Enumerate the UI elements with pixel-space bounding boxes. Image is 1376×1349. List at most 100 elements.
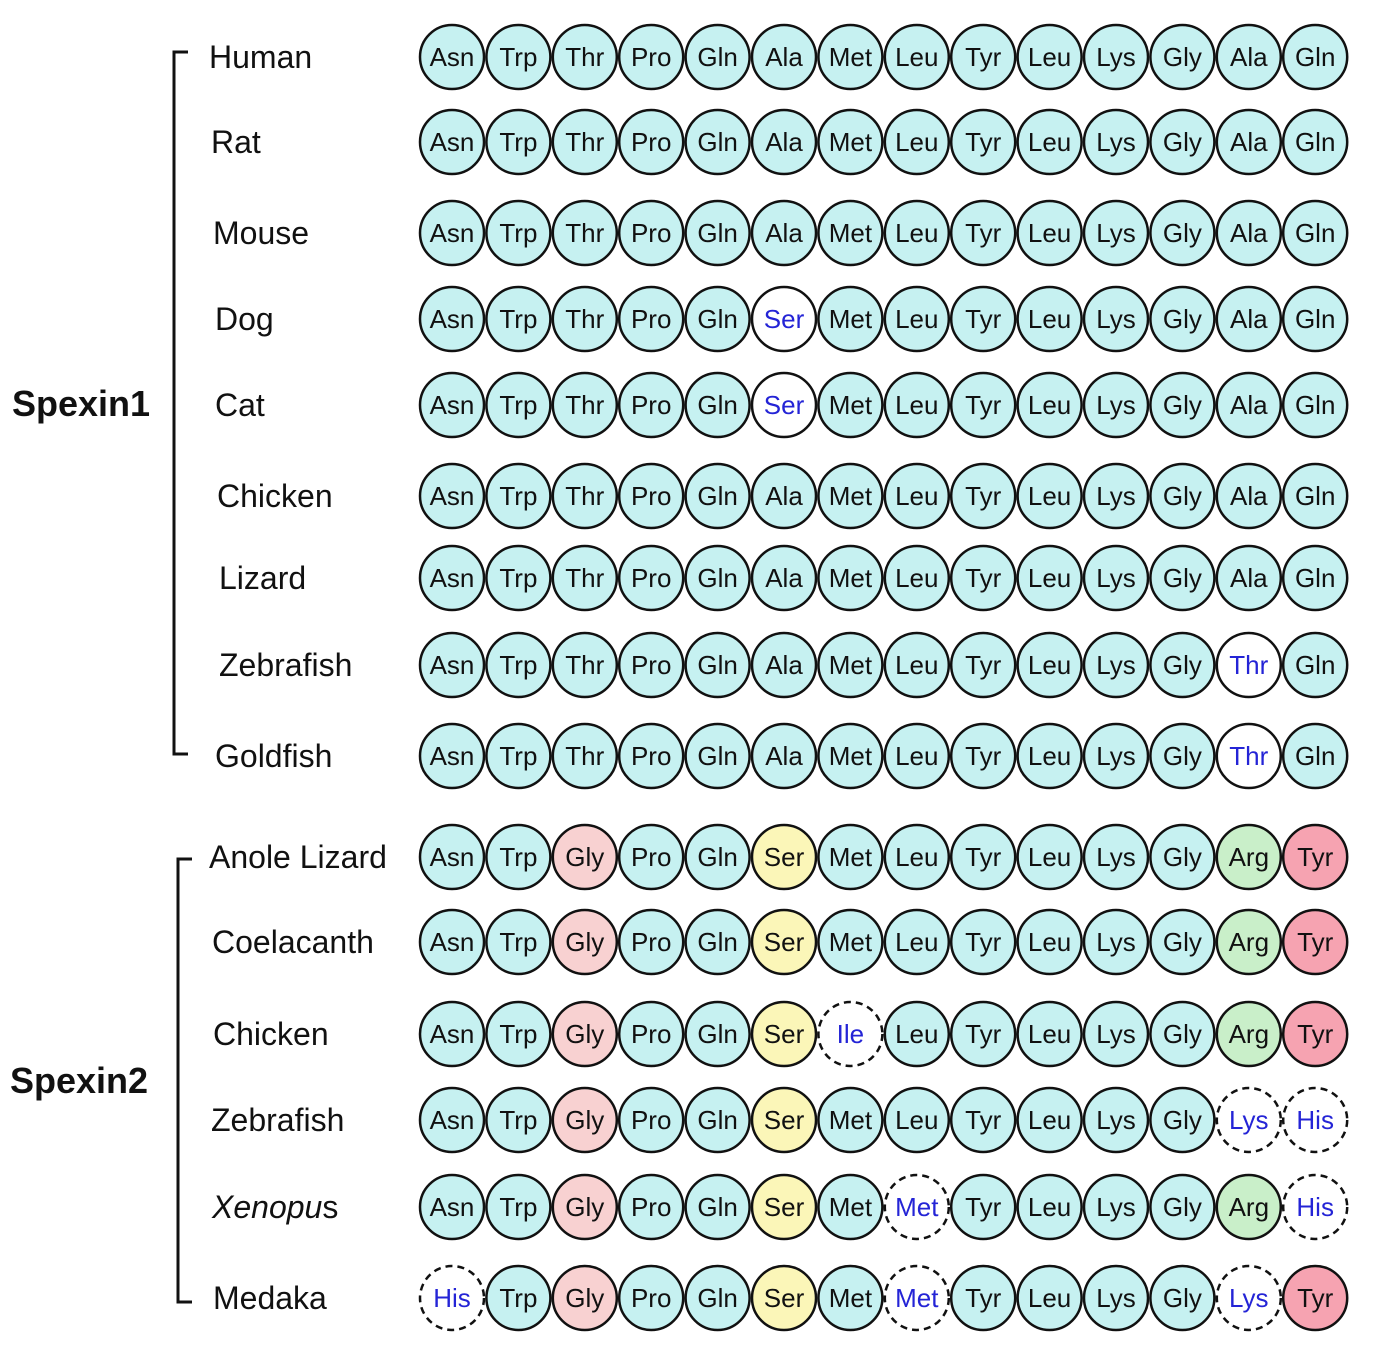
residue-label: Leu (1028, 127, 1071, 157)
residue-circle (883, 1000, 951, 1068)
residue: Gln (684, 462, 751, 530)
residue-circle (485, 108, 552, 176)
residue-circle (485, 1000, 552, 1068)
residue-circle (1281, 108, 1349, 176)
residue: Leu (883, 108, 951, 176)
residue-circle (418, 722, 486, 790)
residue-circle (817, 285, 884, 353)
residue-circle (551, 1086, 619, 1154)
residue: Gln (684, 544, 751, 612)
residue: Lys (1082, 1173, 1150, 1241)
residue: Gln (1281, 108, 1349, 176)
residue-label: Gly (1163, 481, 1202, 511)
residue-circle (551, 908, 619, 976)
species-label: Medaka (213, 1280, 327, 1316)
residue-label: Tyr (965, 127, 1001, 157)
residue-label: Met (829, 127, 873, 157)
residue: Asn (418, 631, 486, 699)
residue-circle (1281, 1086, 1349, 1154)
residue-circle (750, 371, 818, 439)
residue-label: Leu (1028, 741, 1071, 771)
residue: Met (817, 1173, 884, 1241)
residue: Arg (1215, 908, 1283, 976)
residue-circle (617, 544, 685, 612)
residue-label: Gln (697, 563, 737, 593)
residue-label: Trp (499, 1283, 537, 1313)
residue-circle (817, 199, 884, 267)
residue: Tyr (949, 371, 1017, 439)
residue: Gly (1149, 722, 1216, 790)
residue-circle (1215, 1173, 1283, 1241)
residue-label: Asn (430, 741, 475, 771)
residue-label: Tyr (965, 650, 1001, 680)
residue: Trp (485, 23, 552, 91)
residue-label: Leu (895, 127, 938, 157)
residue-circle (1149, 823, 1216, 891)
residue-label: Ser (764, 1283, 805, 1313)
residue-label: Met (829, 1283, 873, 1313)
residue-circle (1215, 631, 1283, 699)
residue-circle (949, 1000, 1017, 1068)
residue-circle (684, 1000, 751, 1068)
residue-circle (883, 23, 951, 91)
residue: Pro (617, 371, 685, 439)
residue: Lys (1082, 631, 1150, 699)
residue-label: Leu (895, 1019, 938, 1049)
residue-circle (1281, 371, 1349, 439)
residue-circle (1149, 544, 1216, 612)
residue-label: Tyr (965, 741, 1001, 771)
residue-label: Leu (895, 927, 938, 957)
residue-label: Trp (499, 42, 537, 72)
residue-label: Asn (430, 390, 475, 420)
residue-label: Met (829, 927, 873, 957)
residue-label: Pro (631, 481, 671, 511)
residue-circle (1281, 199, 1349, 267)
residue-circle (1082, 1086, 1150, 1154)
residue-label: Asn (430, 1192, 475, 1222)
residue-circle (418, 1173, 486, 1241)
residue-circle (1016, 462, 1083, 530)
residue-label: Tyr (965, 304, 1001, 334)
residue-circle (949, 1264, 1017, 1332)
residue-circle (750, 285, 818, 353)
residue-circle (1149, 1086, 1216, 1154)
residue-label: Ala (765, 741, 803, 771)
residue: Lys (1082, 1000, 1150, 1068)
residue-circle (1149, 23, 1216, 91)
residue: Leu (1016, 23, 1083, 91)
residue: Pro (617, 199, 685, 267)
residue-circle (949, 1173, 1017, 1241)
residue: Gln (1281, 23, 1349, 91)
residue-label: Leu (1028, 563, 1071, 593)
residue-circle (1215, 544, 1283, 612)
residue-circle (418, 823, 486, 891)
residue-label: Lys (1096, 218, 1136, 248)
residue-circle (949, 1086, 1017, 1154)
residue-label: Tyr (965, 481, 1001, 511)
residue-label: Pro (631, 304, 671, 334)
residue-label: Leu (1028, 304, 1071, 334)
residue: Lys (1082, 544, 1150, 612)
residue-circle (1281, 722, 1349, 790)
residue: Met (817, 462, 884, 530)
residue-label: Gln (697, 650, 737, 680)
residue: Ala (750, 108, 818, 176)
residue-label: Gly (1163, 842, 1202, 872)
residue-label: Thr (1229, 650, 1268, 680)
residue: Arg (1215, 823, 1283, 891)
residue: Leu (883, 23, 951, 91)
residue: Thr (551, 23, 619, 91)
residue-circle (684, 544, 751, 612)
residue-circle (1281, 631, 1349, 699)
residue-label: Pro (631, 927, 671, 957)
species-italic: Xenopu (211, 1189, 323, 1225)
residue-label: Gly (1163, 741, 1202, 771)
residue: Gln (684, 1000, 751, 1068)
residue-label: Gln (697, 741, 737, 771)
residue-circle (485, 544, 552, 612)
residue-label: Met (829, 563, 873, 593)
residue-circle (1016, 199, 1083, 267)
residue-label: Ser (764, 390, 805, 420)
residue-circle (883, 285, 951, 353)
